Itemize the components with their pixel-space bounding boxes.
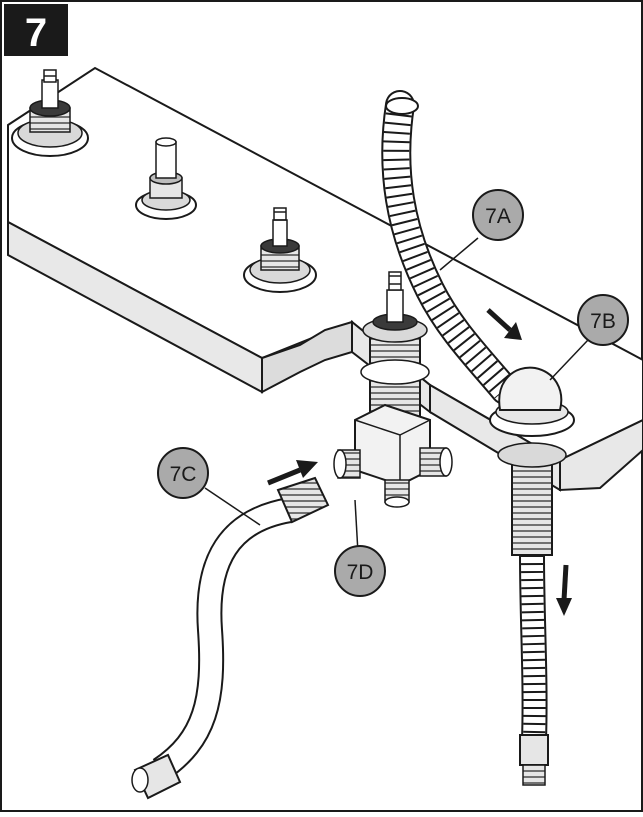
callout-7a: 7A — [472, 189, 524, 241]
spout-shank — [135, 137, 197, 220]
cold-valve-stem — [243, 207, 317, 293]
arrow-down-hose — [556, 564, 572, 616]
diverter-valve — [333, 271, 453, 508]
hand-shower-mount — [489, 366, 575, 556]
callout-7c-label: 7C — [170, 463, 197, 486]
step-badge: 7 — [4, 4, 68, 56]
leader-7a — [439, 237, 479, 271]
leader-7b — [549, 339, 589, 381]
corrugated-hose-bottom — [519, 554, 549, 786]
leader-7c — [204, 487, 261, 526]
callout-7d-label: 7D — [347, 561, 374, 584]
step-number: 7 — [25, 11, 47, 55]
callout-7b: 7B — [577, 294, 629, 346]
leader-7d — [354, 499, 359, 554]
callout-7a-label: 7A — [485, 205, 511, 228]
arrow-down-7a — [486, 308, 522, 340]
corrugated-hose-top — [381, 90, 520, 405]
arrow-right-7c — [267, 460, 318, 486]
callout-7d: 7D — [334, 545, 386, 597]
callout-7c: 7C — [157, 447, 209, 499]
supply-hose — [131, 476, 330, 800]
hot-valve-stem — [11, 69, 89, 157]
callout-7b-label: 7B — [590, 310, 616, 333]
